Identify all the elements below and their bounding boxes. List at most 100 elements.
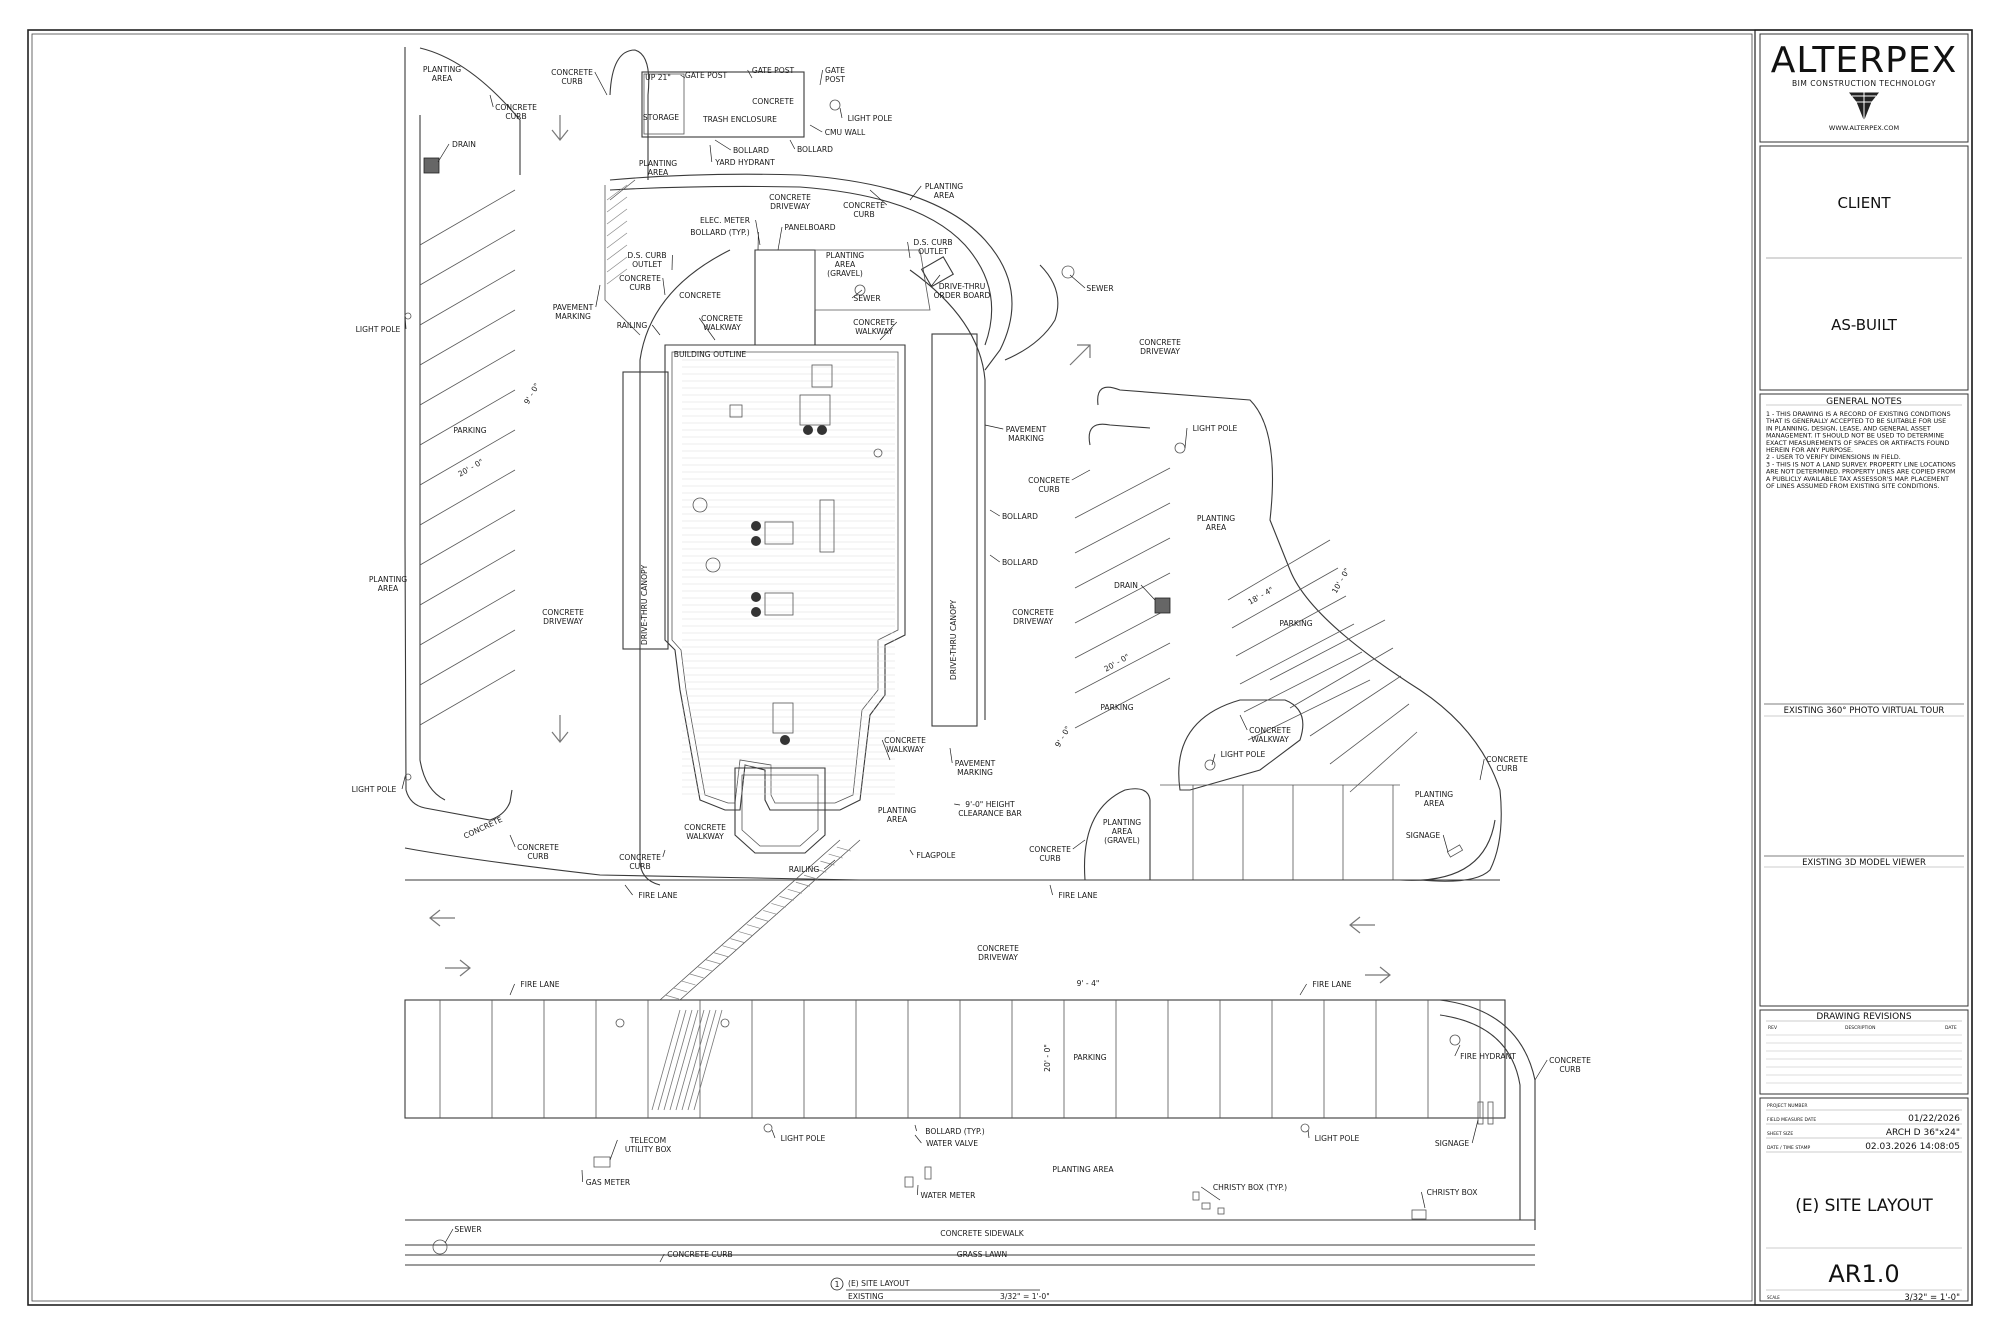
label-line: CONCRETE	[619, 274, 661, 283]
drain-east	[1154, 597, 1171, 614]
label-line: BOLLARD (TYP.)	[690, 228, 749, 237]
label-line: FIRE HYDRANT	[1460, 1052, 1516, 1061]
site-devices	[404, 99, 1494, 1255]
logo-diamond-icon	[1846, 91, 1882, 124]
label-elec-meter: ELEC. METER	[700, 216, 751, 225]
drawing-area-border	[31, 33, 1753, 1302]
drive-thru-canopy-right	[931, 333, 978, 727]
leader-line	[1299, 983, 1307, 996]
leader-line	[1471, 1119, 1479, 1144]
label-building-outline: BUILDING OUTLINE	[674, 350, 747, 359]
label-line: GATE	[825, 66, 845, 75]
general-note-line: THAT IS GENERALLY ACCEPTED TO BE SUITABL…	[1765, 418, 1946, 425]
label-drive-thru-canopy-r: DRIVE-THRU CANOPY	[949, 600, 958, 681]
label-drain-w: DRAIN	[452, 140, 476, 149]
label-line: DRAIN	[452, 140, 476, 149]
label-line: PLANTING	[423, 65, 461, 74]
label-line: CHRISTY BOX	[1427, 1188, 1478, 1197]
label-line: LIGHT POLE	[352, 785, 397, 794]
leader-line	[823, 859, 836, 870]
sheet-number: AR1.0	[1828, 1260, 1899, 1288]
photo-tour-link[interactable]: EXISTING 360° PHOTO VIRTUAL TOUR	[1784, 706, 1945, 716]
label-line: SEWER	[853, 294, 881, 303]
west-parking-stripes	[419, 189, 516, 726]
rev-col-date: DATE	[1945, 1025, 1957, 1031]
bottom-walkway-hatch	[651, 1009, 723, 1111]
model-viewer-link[interactable]: EXISTING 3D MODEL VIEWER	[1802, 858, 1926, 868]
label-line: LIGHT POLE	[1221, 750, 1266, 759]
revisions-title: DRAWING REVISIONS	[1816, 1012, 1912, 1022]
leader-line	[509, 834, 516, 848]
fire-lane-north-edge	[404, 847, 1080, 881]
drawing-title: 1 (E) SITE LAYOUT EXISTING 3/32" = 1'-0"	[830, 1277, 1050, 1301]
label-line: OUTLET	[632, 260, 662, 269]
label-line: LIGHT POLE	[1315, 1134, 1360, 1143]
leader-line	[1442, 834, 1449, 853]
title-block-frame	[1754, 29, 1973, 1306]
label-concrete-sidewalk: CONCRETE SIDEWALK	[940, 1229, 1024, 1238]
label-line: CONCRETE	[769, 193, 811, 202]
storage-room	[643, 73, 685, 135]
label-line: PLANTING	[1103, 818, 1141, 827]
label-line: DRIVEWAY	[1013, 617, 1053, 626]
leader-line	[1071, 469, 1091, 481]
sheet-size-label: SHEET SIZE	[1767, 1131, 1793, 1137]
label-line: BOLLARD	[1002, 558, 1038, 567]
label-line: TRASH ENCLOSURE	[702, 115, 777, 124]
leader-line	[949, 747, 953, 764]
enclosure-drive-curve	[609, 173, 1013, 371]
leader-line	[1072, 839, 1086, 850]
label-line: WALKWAY	[686, 832, 724, 841]
label-line: WATER METER	[921, 1191, 977, 1200]
label-dim-e4: 9' - 0"	[1053, 725, 1072, 749]
general-note-line: MANAGEMENT. IT SHOULD NOT BE USED TO DET…	[1766, 433, 1944, 440]
label-flagpole: FLAGPOLE	[916, 851, 956, 860]
sheet-info-panel	[1759, 1097, 1969, 1302]
label-line: CONCRETE	[551, 68, 593, 77]
drawing-title-number: 1	[835, 1280, 840, 1289]
enclosure-drive-curve-inner	[609, 185, 993, 346]
leader-line	[1239, 714, 1248, 731]
drain-west	[423, 157, 440, 174]
label-light-pole-e: LIGHT POLE	[1193, 424, 1238, 433]
walkway-hatch	[606, 184, 628, 285]
label-christy-box: CHRISTY BOX	[1427, 1188, 1478, 1197]
label-line: PAVEMENT	[553, 303, 594, 312]
leader-line	[581, 1169, 583, 1183]
label-line: LIGHT POLE	[848, 114, 893, 123]
label-line: AREA	[1424, 799, 1445, 808]
label-yard-hydrant: YARD HYDRANT	[714, 158, 775, 167]
label-bollard-typ-s: BOLLARD (TYP.)	[925, 1127, 984, 1136]
label-line: CONCRETE	[1249, 726, 1291, 735]
logo-text: ALTERPEX	[1771, 40, 1958, 81]
label-line: 9' - 0"	[1053, 725, 1072, 749]
leader-line	[914, 1134, 922, 1144]
label-line: CONCRETE	[1012, 608, 1054, 617]
label-light-pole-s2: LIGHT POLE	[1315, 1134, 1360, 1143]
label-line: CONCRETE	[1139, 338, 1181, 347]
label-line: GAS METER	[586, 1178, 631, 1187]
general-note-line: IN PLANNING, DESIGN, LEASE, AND GENERAL …	[1766, 425, 1931, 432]
label-dim-w1: 9' - 0"	[522, 382, 541, 406]
label-line: CONCRETE	[752, 97, 794, 106]
leader-line	[594, 71, 608, 96]
drive-loop	[639, 249, 731, 886]
label-line: DRIVEWAY	[770, 202, 810, 211]
label-planting-area-bottom: PLANTING AREA	[1052, 1165, 1114, 1174]
label-line: CONCRETE	[679, 291, 721, 300]
field-measure-label: FIELD MEASURE DATE	[1767, 1117, 1816, 1123]
drawing-title-sub: EXISTING	[848, 1292, 884, 1301]
label-line: CURB	[1496, 764, 1517, 773]
label-parking-s: PARKING	[1073, 1053, 1106, 1062]
label-line: AREA	[432, 74, 453, 83]
label-railing-l: RAILING	[617, 321, 648, 330]
timestamp-label: DATE / TIME STAMP	[1767, 1145, 1811, 1151]
